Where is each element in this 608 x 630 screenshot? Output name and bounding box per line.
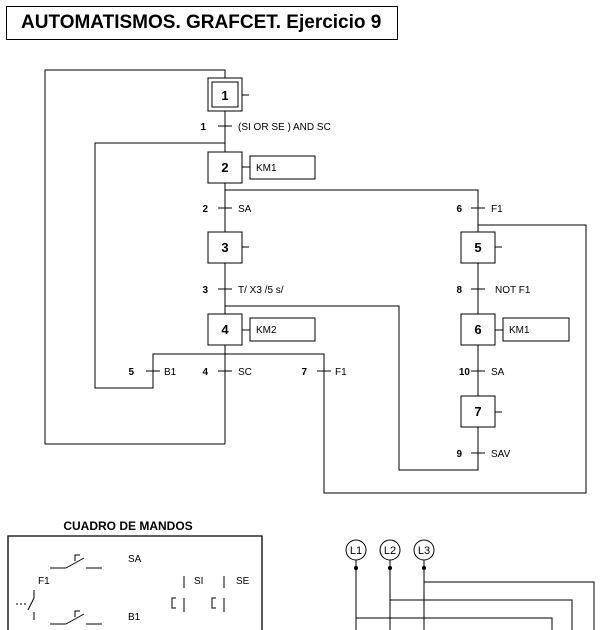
transition-7: 7 F1 (301, 367, 347, 378)
transition-9: 9 SAV (456, 449, 510, 460)
b1-pushbutton-symbol: B1 (50, 610, 141, 625)
sa-pushbutton-symbol: SA (50, 554, 142, 569)
control-panel-title: CUADRO DE MANDOS (63, 519, 192, 533)
se-switch-symbol: SE (211, 576, 250, 612)
power-circuit: L1 L2 L3 (345, 539, 595, 630)
page-title: AUTOMATISMOS. GRAFCET. Ejercicio 9 (21, 12, 382, 33)
f1-label: F1 (38, 576, 50, 587)
transition-2: 2 SA (202, 204, 251, 215)
transition-10-number: 10 (459, 367, 471, 378)
sa-label: SA (128, 554, 142, 565)
step-5: 5 (460, 231, 502, 264)
transition-3-number: 3 (202, 285, 208, 296)
transition-1-condition: (SI OR SE ) AND SC (238, 122, 331, 133)
transition-8: 8 NOT F1 (456, 285, 530, 296)
b1-label: B1 (128, 612, 141, 623)
si-switch-symbol: SI (171, 576, 203, 612)
transition-3-condition: T/ X3 /5 s/ (238, 285, 284, 296)
step-2-label: 2 (221, 160, 228, 175)
transition-6-condition: F1 (491, 204, 503, 215)
transition-1: 1 (SI OR SE ) AND SC (200, 122, 330, 133)
transition-6: 6 F1 (456, 204, 503, 215)
se-label: SE (236, 576, 250, 587)
transition-5-number: 5 (128, 367, 134, 378)
step-3: 3 (207, 231, 249, 264)
transition-6-number: 6 (456, 204, 462, 215)
transition-7-condition: F1 (335, 367, 347, 378)
transition-10: 10 SA (459, 367, 505, 378)
phase-l2-label: L2 (384, 545, 396, 557)
step-4: 4 KM2 (207, 313, 316, 346)
transition-2-condition: SA (238, 204, 252, 215)
step-6-action: KM1 (509, 325, 530, 336)
transition-8-number: 8 (456, 285, 462, 296)
step-1-label: 1 (221, 88, 228, 103)
transition-5-condition: B1 (164, 367, 177, 378)
step-2-action: KM1 (256, 163, 277, 174)
transition-3: 3 T/ X3 /5 s/ (202, 285, 283, 296)
step-4-action: KM2 (256, 325, 277, 336)
transition-5: 5 B1 (128, 367, 176, 378)
step-2: 2 KM1 (207, 151, 316, 184)
step-5-label: 5 (474, 240, 481, 255)
si-label: SI (194, 576, 203, 587)
phase-l1-label: L1 (350, 545, 362, 557)
step-1: 1 (207, 77, 249, 112)
step-6: 6 KM1 (460, 313, 570, 346)
transition-4-condition: SC (238, 367, 252, 378)
control-panel: CUADRO DE MANDOS SA F1 SI SE (7, 519, 263, 630)
links (44, 69, 587, 494)
step-4-label: 4 (221, 322, 229, 337)
phase-l3-label: L3 (418, 545, 430, 557)
f1-contact-symbol: F1 (16, 576, 50, 620)
transition-4-number: 4 (202, 367, 208, 378)
transition-7-number: 7 (301, 367, 307, 378)
transition-2-number: 2 (202, 204, 208, 215)
title-box: AUTOMATISMOS. GRAFCET. Ejercicio 9 (6, 6, 398, 40)
transition-9-number: 9 (456, 449, 462, 460)
step-3-label: 3 (221, 240, 228, 255)
transition-8-condition: NOT F1 (495, 285, 531, 296)
step-7-label: 7 (474, 404, 481, 419)
transition-1-number: 1 (200, 122, 206, 133)
step-7: 7 (460, 395, 502, 428)
transition-9-condition: SAV (491, 449, 511, 460)
step-6-label: 6 (474, 322, 481, 337)
transition-4: 4 SC (202, 367, 251, 378)
transition-10-condition: SA (491, 367, 505, 378)
